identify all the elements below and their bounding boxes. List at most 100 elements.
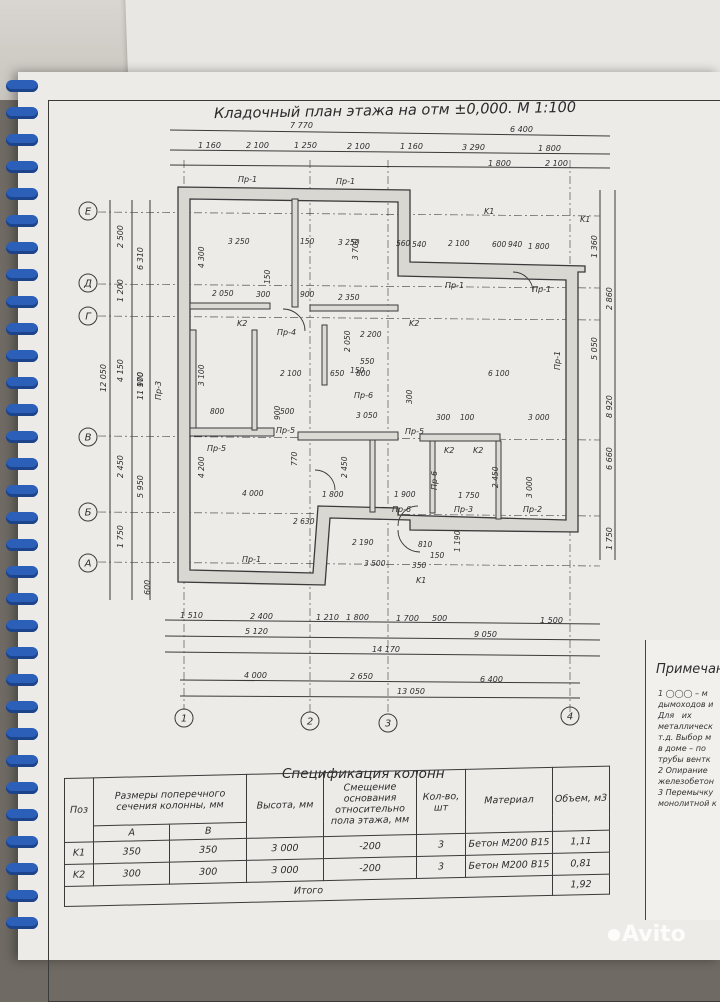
spiral-ring [6, 269, 38, 281]
dim-bottom: 13 050 [397, 687, 425, 696]
lintel-label: Пр-3 [154, 381, 163, 400]
exterior-walls [177, 186, 586, 586]
room-dim: 3 100 [197, 364, 206, 386]
avito-logo-icon [608, 929, 620, 941]
interior-wall [495, 440, 502, 520]
spiral-ring [6, 890, 38, 902]
dim-top: 7 770 [290, 121, 313, 130]
room-dim: 3 000 [525, 476, 534, 498]
lintel-label: Пр-2 [523, 505, 542, 514]
room-dim: 1 750 [458, 491, 480, 500]
dim-bottom: 1 210 [316, 613, 339, 622]
spiral-ring [6, 836, 38, 848]
spiral-ring [6, 323, 38, 335]
room-dim: 2 450 [340, 456, 349, 478]
axis-label-letter: Б [85, 508, 92, 519]
header-a: А [93, 824, 170, 842]
interior-wall [189, 427, 275, 437]
spiral-ring [6, 755, 38, 767]
room-dim: 3 500 [364, 559, 386, 568]
dim-top: 1 800 [488, 159, 511, 168]
cell-a: 300 [93, 862, 170, 886]
dim-line [179, 679, 581, 684]
axis-line [97, 315, 601, 321]
dim-bottom: 9 050 [474, 630, 497, 639]
room-dim: 2 200 [360, 330, 382, 339]
dim-bottom: 1 500 [540, 616, 563, 625]
interior-wall [419, 433, 501, 442]
cell-height: 3 000 [246, 858, 324, 883]
notes-text: 1 ◯◯◯ – м дымоходов и Для их металлическ… [658, 689, 717, 808]
lintel-label: Пр-1 [336, 177, 355, 186]
spiral-ring [6, 242, 38, 254]
dim-bottom: 1 700 [396, 614, 419, 623]
spiral-ring [6, 404, 38, 416]
column-label: K1 [416, 576, 426, 585]
room-dim: 3 250 [338, 238, 360, 247]
cell-qty: 3 [416, 833, 466, 857]
lintel-label: Пр-6 [430, 471, 439, 490]
dim-line [179, 695, 581, 699]
spiral-ring [6, 674, 38, 686]
spiral-ring [6, 809, 38, 821]
axis-bubble [174, 708, 194, 728]
header-height: Высота, мм [246, 772, 324, 839]
dim-left: 12 050 [99, 364, 108, 392]
column-spec-table: Поз Размеры поперечного сечения колонны,… [64, 766, 610, 907]
room-dim: 150 [300, 237, 315, 246]
dim-bottom: 1 800 [346, 613, 369, 622]
door-arc [512, 271, 534, 293]
spiral-ring [6, 161, 38, 173]
dim-bottom: 4 000 [244, 671, 267, 680]
room-dim: 1 900 [394, 490, 416, 499]
room-dim: 560 [396, 239, 411, 248]
dim-bottom: 2 400 [250, 612, 273, 621]
spiral-ring [6, 296, 38, 308]
room-dim: 540 [412, 240, 427, 249]
dim-right: 8 920 [605, 395, 614, 418]
interior-wall [429, 440, 436, 514]
dim-bottom: 500 [432, 614, 447, 623]
dim-top: 1 160 [400, 142, 423, 151]
spiral-ring [6, 188, 38, 200]
interior-wall [369, 439, 376, 513]
spiral-ring [6, 863, 38, 875]
spiral-ring [6, 215, 38, 227]
header-offset: Смещение основания относительно пола эта… [323, 770, 417, 837]
lintel-label: Пр-5 [276, 426, 295, 435]
axis-bubble [78, 273, 98, 293]
room-dim: 350 [412, 561, 427, 570]
lintel-label: Пр-1 [242, 555, 261, 564]
axis-line [97, 283, 601, 289]
header-qty: Кол-во, шт [416, 769, 466, 835]
spiral-ring [6, 512, 38, 524]
dim-left: 2 500 [116, 225, 125, 248]
cell-offset: -200 [323, 834, 417, 859]
room-dim: 1 800 [528, 242, 550, 251]
interior-wall [189, 329, 197, 429]
interior-wall [297, 431, 399, 441]
room-dim: 3 700 [351, 238, 360, 260]
dim-left: 1 750 [116, 525, 125, 548]
column-label: K2 [409, 319, 419, 328]
axis-label-letter: Е [85, 207, 92, 218]
dim-line [164, 619, 601, 625]
lintel-label: Пр-6 [354, 391, 373, 400]
watermark-text: Avito [622, 922, 686, 947]
dim-top: 3 290 [462, 143, 485, 152]
room-dim: 300 [436, 413, 451, 422]
spec-title: Спецификация колонн [282, 766, 445, 782]
dim-right: 6 660 [605, 447, 614, 470]
axis-label-letter: Г [85, 312, 92, 323]
header-size: Размеры поперечного сечения колонны, мм [93, 774, 247, 826]
room-dim: 3 250 [228, 237, 250, 246]
interior-wall [309, 304, 399, 312]
axis-label-number: 2 [307, 717, 313, 728]
axis-bubble [78, 502, 98, 522]
room-dim: 4 200 [197, 456, 206, 478]
dim-top: 2 100 [347, 142, 370, 151]
spiral-ring [6, 782, 38, 794]
door-arc [282, 308, 306, 332]
lintel-label: Пр-1 [532, 285, 551, 294]
